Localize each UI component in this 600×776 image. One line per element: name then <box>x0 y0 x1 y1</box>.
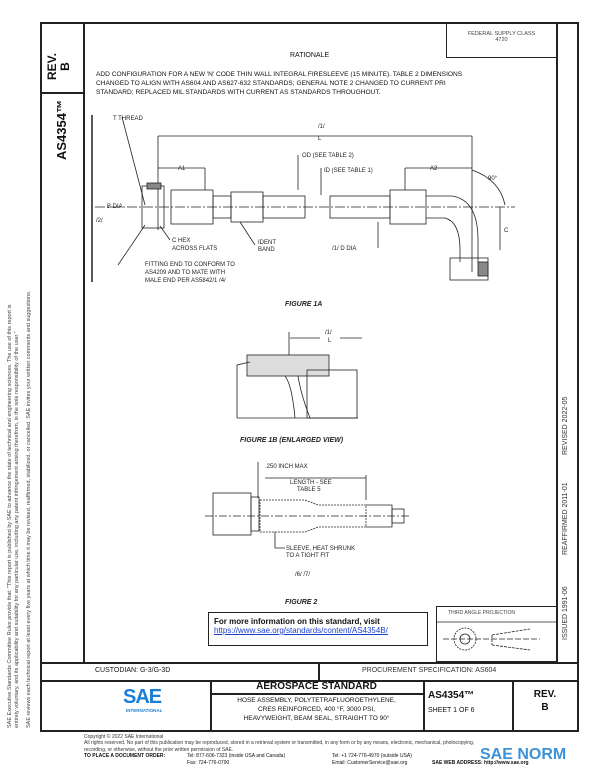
fig1a-band-label: BAND <box>258 247 275 253</box>
rationale-line: STANDARD; REPLACED MIL STANDARDS WITH CU… <box>96 89 381 96</box>
fig1a-a1-label: A1 <box>178 166 186 172</box>
sheet-number: SHEET 1 OF 6 <box>428 707 475 714</box>
title-rev-value: B <box>541 702 549 713</box>
fig1a-fitting-note: FITTING END TO CONFORM TO <box>145 262 235 268</box>
fig2-sleeve-label: TO A TIGHT FIT <box>286 553 330 559</box>
rationale-line: ADD CONFIGURATION FOR A NEW 'N' CODE THI… <box>96 71 463 78</box>
custodian: CUSTODIAN: G-3/G-3D <box>95 667 171 674</box>
figure-2-drawing <box>205 462 410 549</box>
fig1a-fitting-note: AS4209 AND TO MATE WITH <box>145 270 225 276</box>
title-line: CRES REINFORCED, 400 °F, 3000 PSI, <box>257 706 376 713</box>
figure-1b-caption: FIGURE 1B (ENLARGED VIEW) <box>240 437 344 444</box>
custodian-divider <box>40 662 579 664</box>
title-split <box>512 680 514 732</box>
title-divider <box>40 680 579 682</box>
standard-link[interactable]: https://www.sae.org/standards/content/AS… <box>214 626 388 635</box>
fig1a-across-flats-label: ACROSS FLATS <box>172 246 217 252</box>
fig1a-d-dia-label: /1/ D DIA <box>332 246 356 252</box>
rationale-text: ADD CONFIGURATION FOR A NEW 'N' CODE THI… <box>96 70 462 97</box>
title-line: HOSE ASSEMBLY, POLYTETRAFLUOROETHYLENE, <box>237 697 396 704</box>
title-rev: REV. B <box>512 688 578 714</box>
fig2-length-label: TABLE 5 <box>297 487 321 493</box>
order-contacts: Tel: 877-606-7323 (inside USA and Canada… <box>187 753 285 767</box>
fig1a-note2: /2/ <box>96 218 103 224</box>
projection-box <box>436 606 557 662</box>
figure-2-caption: FIGURE 2 <box>285 599 317 606</box>
right-column-divider <box>556 22 558 662</box>
email: Email: CustomerService@sae.org <box>332 760 408 766</box>
title-split <box>210 693 423 695</box>
sae-logo-sub: INTERNATIONAL <box>126 708 163 713</box>
procurement-spec: PROCUREMENT SPECIFICATION: AS604 <box>362 667 497 674</box>
fig1b-l-label: L <box>328 338 332 344</box>
rights-notice: All rights reserved. No part of this pub… <box>84 740 475 747</box>
figure-1b-drawing <box>236 332 362 419</box>
federal-supply-value: 4720 <box>495 37 508 43</box>
title-line: HEAVYWEIGHT, BEAM SEAL, STRAIGHT TO 90° <box>243 715 390 722</box>
sae-norm-watermark: SAE NORM <box>480 746 567 763</box>
drawings: T THREAD /1/ L A1 A2 OD (SEE TABLE 2) ID… <box>91 115 556 651</box>
fig1a-od-label: OD (SEE TABLE 2) <box>302 153 354 159</box>
tel-intl: Tel: +1 724-776-4970 (outside USA) <box>332 753 412 759</box>
rationale-title: RATIONALE <box>290 52 330 59</box>
document-title: HOSE ASSEMBLY, POLYTETRAFLUOROETHYLENE, … <box>210 696 423 723</box>
fig1a-l-label: L <box>318 136 322 142</box>
title-split <box>210 680 212 732</box>
projection-label: THIRD ANGLE PROJECTION <box>448 610 515 616</box>
figure-1a-drawing <box>91 115 515 282</box>
fig2-max-label: .250 INCH MAX <box>265 464 308 470</box>
info-text: For more information on this standard, v… <box>214 617 380 626</box>
page-frame <box>40 22 579 732</box>
footer: Copyright © 2022 SAE International All r… <box>84 734 474 753</box>
fig1a-angle-label: 90° <box>488 176 498 182</box>
fig2-notes: /6/ /7/ <box>295 572 310 578</box>
fig1a-thread-label: T THREAD <box>113 116 143 122</box>
fig1a-c-hex-label: C HEX <box>172 238 190 244</box>
fig1a-id-label: ID (SEE TABLE 1) <box>324 168 373 174</box>
federal-supply-box: FEDERAL SUPPLY CLASS 4720 <box>446 22 557 58</box>
fig1a-a2-label: A2 <box>430 166 438 172</box>
order-label: TO PLACE A DOCUMENT ORDER: <box>84 753 166 759</box>
title-split <box>423 680 425 732</box>
fig1a-fitting-note: MALE END PER AS5842/1 /4/ <box>145 278 226 284</box>
info-box: For more information on this standard, v… <box>208 612 428 646</box>
fig1a-ident-label: IDENT <box>258 240 276 246</box>
custodian-split <box>318 662 320 680</box>
third-angle-projection-symbol <box>436 621 556 651</box>
aerospace-standard-heading: AEROSPACE STANDARD <box>256 681 377 692</box>
tel-usa: Tel: 877-606-7323 (inside USA and Canada… <box>187 753 286 759</box>
rationale-line: CHANGED TO ALIGN WITH AS604 AND AS627-63… <box>96 80 446 87</box>
copyright: Copyright © 2022 SAE International <box>84 734 164 740</box>
fig1a-c-label: C <box>504 228 509 234</box>
fig2-length-label: LENGTH - SEE <box>290 480 332 486</box>
web-address: SAE WEB ADDRESS: http://www.sae.org <box>432 760 529 766</box>
figure-1a-caption: FIGURE 1A <box>285 301 322 308</box>
rights-notice: recording, or otherwise, without the pri… <box>84 746 234 753</box>
title-doc-number: AS4354™ <box>428 690 475 701</box>
fig2-sleeve-label: SLEEVE, HEAT SHRUNK <box>286 546 355 552</box>
left-column-divider <box>83 22 85 662</box>
title-rev-label: REV. <box>533 689 557 700</box>
federal-supply-label: FEDERAL SUPPLY CLASS <box>467 31 536 37</box>
fax: Fax: 724-776-0790 <box>187 760 230 766</box>
fig1a-note1: /1/ <box>318 124 325 130</box>
sae-logo: SAE <box>123 686 162 708</box>
fig1a-b-dia-label: B DIA <box>107 204 123 210</box>
fig1b-note1: /1/ <box>325 330 332 336</box>
intl-contacts: Tel: +1 724-776-4970 (outside USA) Email… <box>332 753 412 767</box>
rev-divider <box>40 92 83 94</box>
